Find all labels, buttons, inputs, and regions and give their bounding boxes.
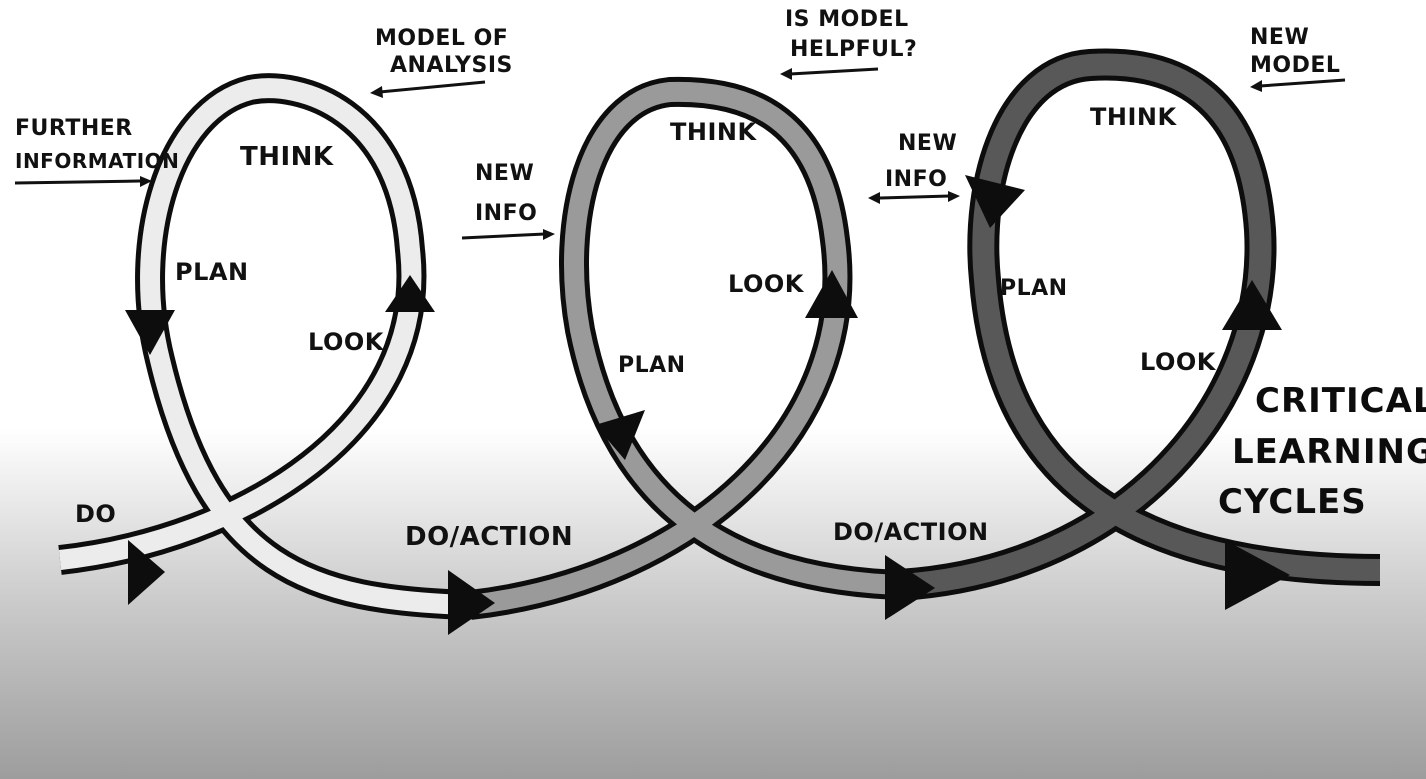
loop2-look-label: LOOK bbox=[728, 270, 805, 298]
further-info-line1: FURTHER bbox=[15, 116, 133, 141]
further-info-arrow bbox=[14, 179, 141, 185]
is-model-helpful-arrow bbox=[789, 67, 879, 76]
loop3-look-label: LOOK bbox=[1140, 348, 1217, 376]
model-analysis-arrow bbox=[379, 80, 486, 94]
title-line3: CYCLES bbox=[1218, 482, 1367, 522]
new-info-arrow-2 bbox=[879, 194, 951, 200]
new-info-2-line2: INFO bbox=[885, 167, 947, 192]
do-action-1-label: DO/ACTION bbox=[405, 522, 573, 552]
title-line1: CRITICAL bbox=[1255, 381, 1426, 421]
model-of-analysis-line2: ANALYSIS bbox=[390, 53, 513, 78]
arrow-plan-3 bbox=[965, 175, 1025, 228]
arrow-plan-2 bbox=[595, 410, 645, 460]
is-model-helpful-line1: IS MODEL bbox=[785, 7, 909, 32]
loop2-plan-label: PLAN bbox=[618, 353, 686, 378]
is-model-helpful-line2: HELPFUL? bbox=[790, 37, 917, 62]
arrow-look-1 bbox=[385, 275, 435, 312]
arrow-look-2 bbox=[805, 270, 858, 318]
arrow-end bbox=[1225, 540, 1290, 610]
new-info-2-line1: NEW bbox=[898, 131, 957, 156]
model-of-analysis-line1: MODEL OF bbox=[375, 26, 508, 51]
arrow-do-action-2 bbox=[885, 555, 935, 620]
do-label: DO bbox=[75, 500, 116, 528]
loop-1-band bbox=[58, 73, 471, 620]
arrow-look-3 bbox=[1222, 280, 1282, 330]
new-info-1-line2: INFO bbox=[475, 201, 537, 226]
loop-2-band bbox=[468, 76, 901, 620]
loop1-plan-label: PLAN bbox=[175, 258, 249, 286]
new-info-arrow-1 bbox=[461, 232, 546, 240]
loop3-think-label: THINK bbox=[1090, 103, 1177, 131]
new-info-1-line1: NEW bbox=[475, 161, 534, 186]
loop3-plan-label: PLAN bbox=[1000, 276, 1068, 301]
arrow-plan-1 bbox=[125, 310, 175, 355]
loop1-look-label: LOOK bbox=[308, 328, 385, 356]
new-model-line2: MODEL bbox=[1250, 53, 1340, 78]
further-info-line2: INFORMATION bbox=[15, 149, 179, 173]
title-line2: LEARNING bbox=[1232, 432, 1426, 472]
flow-arrows bbox=[125, 175, 1290, 635]
loop1-think-label: THINK bbox=[240, 142, 334, 172]
annotation-arrows bbox=[14, 67, 1346, 240]
loop-3-band bbox=[898, 48, 1381, 601]
new-model-arrow bbox=[1259, 78, 1346, 88]
arrow-do-action-1 bbox=[448, 570, 495, 635]
arrow-do bbox=[128, 540, 165, 605]
loop2-think-label: THINK bbox=[670, 118, 757, 146]
do-action-2-label: DO/ACTION bbox=[833, 518, 989, 546]
new-model-line1: NEW bbox=[1250, 25, 1309, 50]
